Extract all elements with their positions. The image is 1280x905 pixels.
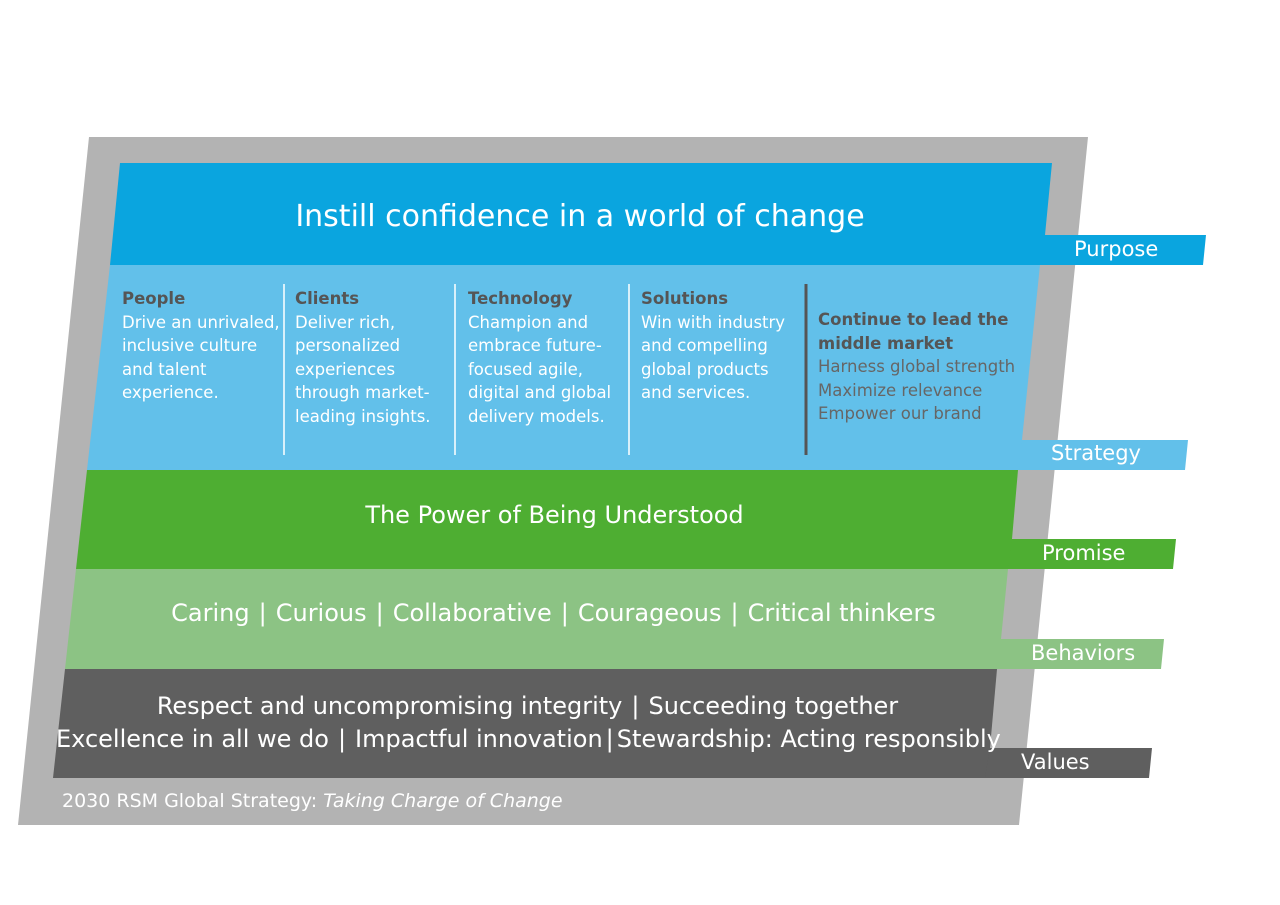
values-line-1: Respect and uncompromising integrity | Suc… — [60, 694, 995, 718]
purpose-band — [110, 163, 1052, 265]
promise-statement: The Power of Being Understood — [365, 501, 744, 529]
behavior-item: Collaborative — [392, 599, 552, 627]
behavior-item: Caring — [171, 599, 250, 627]
strategy-tab — [1015, 440, 1188, 470]
promise-band — [76, 470, 1018, 569]
behavior-separator: | — [730, 599, 739, 627]
behavior-item: Critical thinkers — [747, 599, 936, 627]
values-label: Values — [1021, 750, 1090, 774]
lead-title: Continue to lead the middle market — [818, 310, 1009, 353]
strategy-label: Strategy — [1051, 441, 1141, 465]
behaviors-tab — [994, 639, 1164, 669]
pillar-text: Drive an unrivaled, inclusive culture an… — [122, 312, 280, 403]
footer-caption: 2030 RSM Global Strategy: Taking Charge … — [62, 790, 563, 812]
behaviors-band — [65, 569, 1008, 669]
values-tab — [982, 748, 1152, 778]
strategy-pillar-solutions: Solutions Win with industry and compelli… — [641, 287, 801, 405]
pillar-title: Clients — [295, 289, 360, 308]
promise-label: Promise — [1042, 541, 1126, 565]
strategy-pillar-technology: Technology Champion and embrace future-f… — [468, 287, 628, 429]
behavior-item: Curious — [275, 599, 367, 627]
lead-item: Harness global strength — [818, 357, 1016, 377]
pillar-text: Win with industry and compelling global … — [641, 312, 786, 403]
value-separator: | — [337, 725, 347, 753]
pillar-title: People — [122, 289, 186, 308]
pillar-title: Technology — [468, 289, 573, 308]
behavior-separator: | — [258, 599, 267, 627]
value-item: Excellence in all we do — [56, 725, 329, 753]
behaviors-label: Behaviors — [1031, 641, 1136, 665]
strategy-pillar-clients: Clients Deliver rich, personalized exper… — [295, 287, 455, 429]
value-item: Stewardship: Acting responsibly — [616, 725, 1001, 753]
behavior-separator: | — [560, 599, 569, 627]
pillar-text: Champion and embrace future-focused agil… — [468, 312, 612, 426]
value-item: Succeeding together — [648, 692, 899, 720]
strategy-pillar-people: People Drive an unrivaled, inclusive cul… — [122, 287, 282, 405]
values-line-2: Excellence in all we do|Impactful innova… — [56, 725, 1001, 753]
strategy-lead: Continue to lead the middle market Harne… — [818, 308, 1033, 426]
promise-tab — [1005, 539, 1176, 569]
footer-prefix: 2030 RSM Global Strategy: — [62, 790, 324, 812]
lead-item: Maximize relevance — [818, 380, 983, 400]
lead-item: Empower our brand — [818, 404, 982, 424]
pillar-text: Deliver rich, personalized experiences t… — [295, 312, 431, 426]
purpose-statement: Instill confidence in a world of change — [295, 199, 865, 234]
footer-emphasis: Taking Charge of Change — [323, 790, 563, 812]
behavior-separator: | — [375, 599, 384, 627]
behavior-item: Courageous — [577, 599, 722, 627]
value-item: Respect and uncompromising integrity — [156, 692, 623, 720]
value-item: Impactful innovation — [355, 725, 603, 753]
value-separator: | — [631, 692, 640, 720]
pillar-title: Solutions — [641, 289, 729, 308]
purpose-tab — [1037, 235, 1206, 265]
value-separator: | — [605, 725, 614, 753]
behaviors-list: Caring | Curious | Collaborative | Courageous |… — [76, 601, 1031, 625]
values-band — [53, 669, 997, 778]
strategy-band — [87, 265, 1040, 470]
purpose-label: Purpose — [1074, 237, 1159, 261]
